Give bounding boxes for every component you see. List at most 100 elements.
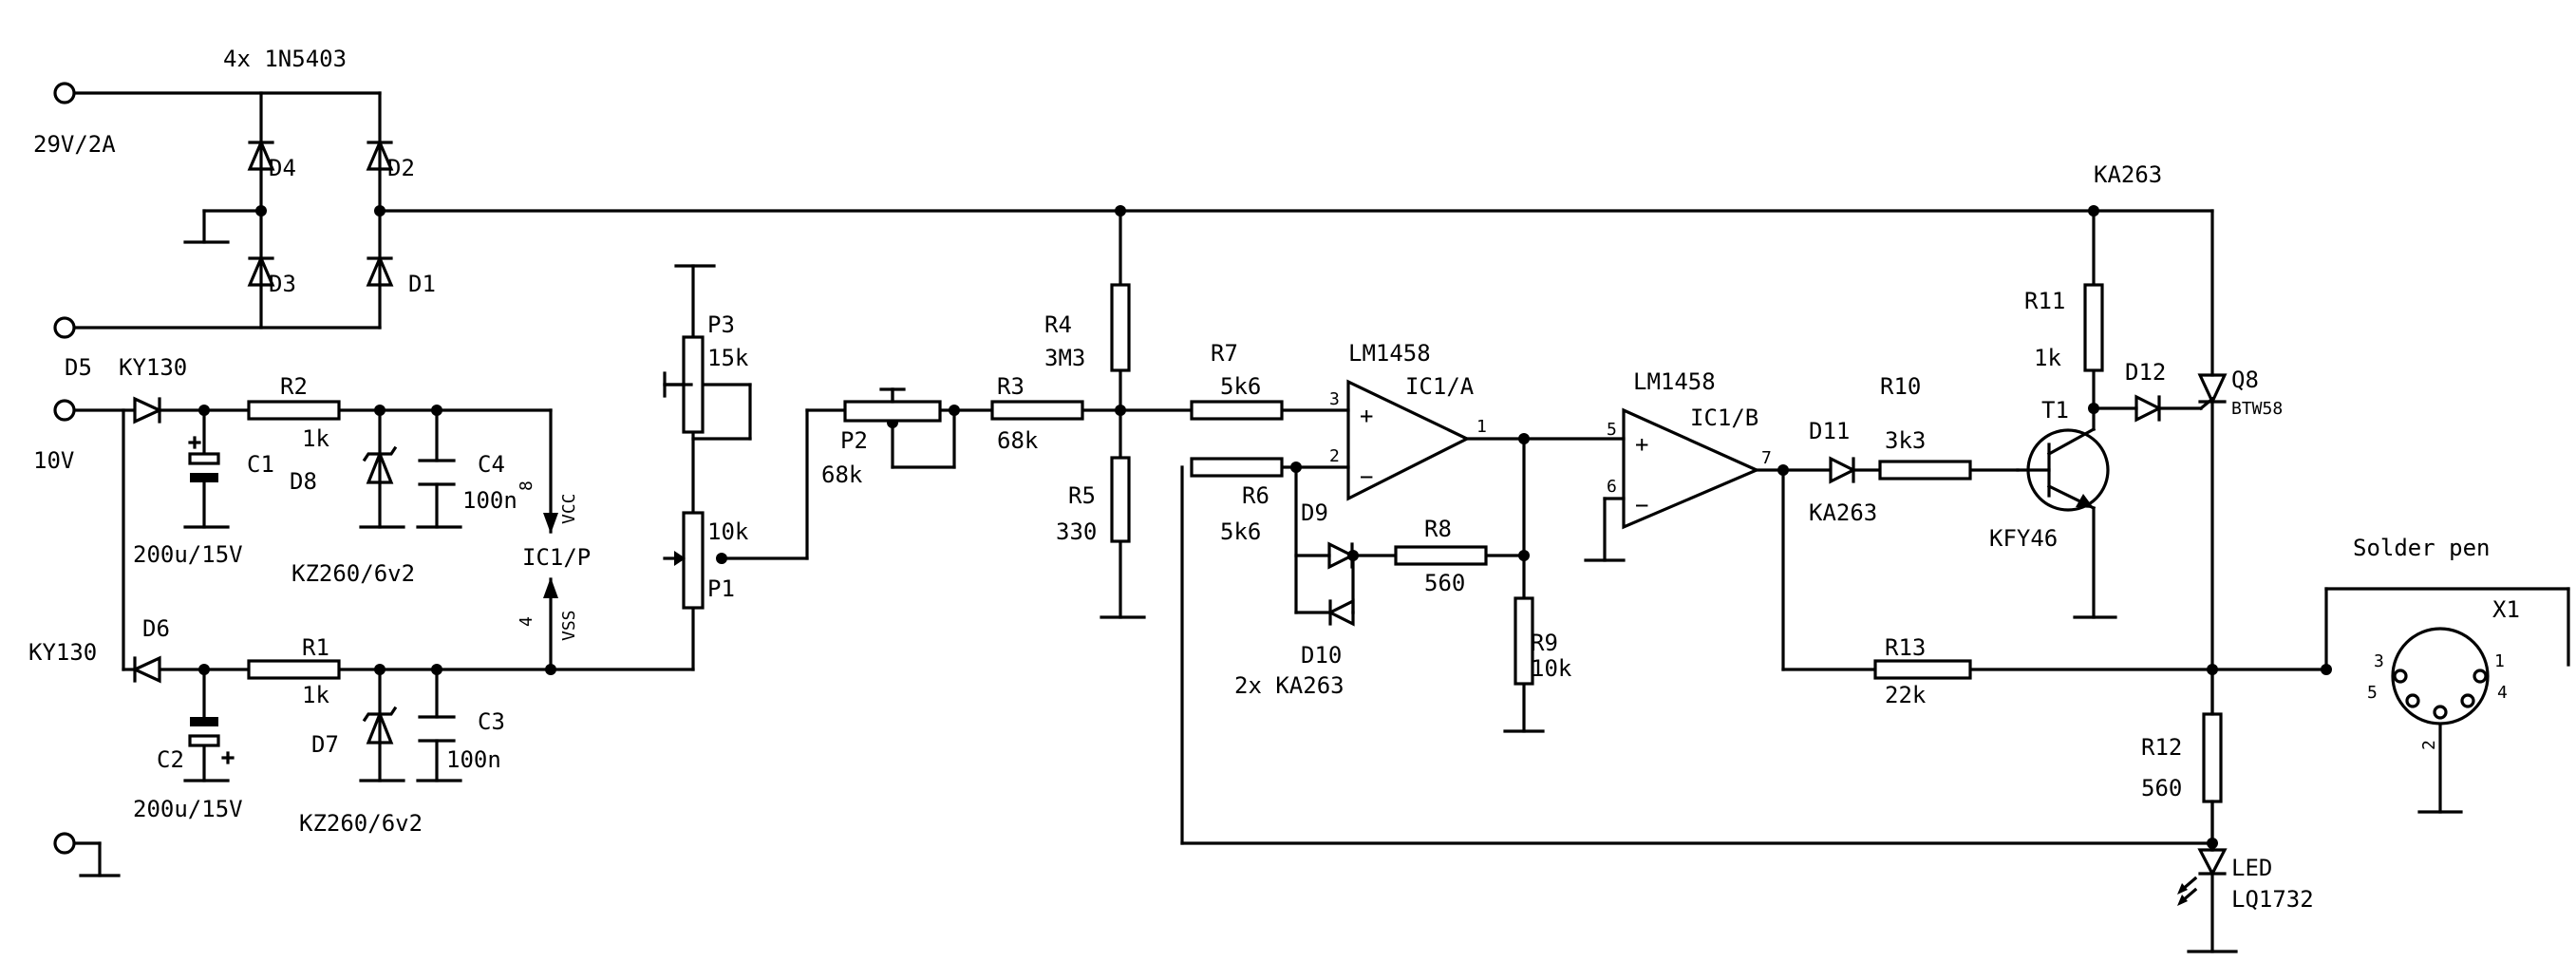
d11-value: KA263 — [1809, 499, 1877, 526]
c2-value: 200u/15V — [133, 796, 243, 822]
bridge-label: 4x 1N5403 — [223, 46, 347, 72]
r12-value: 560 — [2141, 775, 2182, 801]
d12-label: D12 — [2125, 359, 2166, 386]
r2-value: 1k — [302, 425, 329, 452]
d6-label: D6 — [142, 615, 170, 642]
p1-label: P1 — [707, 575, 735, 602]
p2-label: P2 — [840, 427, 868, 454]
d5-diode — [133, 396, 163, 424]
input-29v-label: 29V/2A — [33, 131, 116, 158]
x1-din-connector[interactable] — [2391, 627, 2490, 726]
opamp-b-label: IC1/B — [1690, 405, 1758, 431]
r9-label: R9 — [1531, 630, 1558, 656]
q8-thyristor — [2197, 373, 2228, 411]
r12-label: R12 — [2141, 734, 2182, 761]
opamp-a-label: IC1/A — [1405, 373, 1475, 400]
pin6-label: 6 — [1607, 477, 1617, 497]
d11-label: D11 — [1809, 418, 1850, 444]
r2-label: R2 — [280, 373, 308, 400]
ic-power-arrows — [543, 513, 558, 598]
led-label: LED — [2231, 855, 2272, 881]
r2-resistor — [247, 400, 341, 421]
d8-zener — [362, 445, 398, 484]
r1-value: 1k — [302, 682, 329, 708]
d7-label: D7 — [311, 731, 339, 758]
ic1p-label: IC1/P — [522, 544, 591, 571]
pin7-label: 7 — [1761, 448, 1772, 468]
pin2-label: 2 — [1329, 446, 1340, 466]
svg-text:−: − — [1360, 463, 1373, 490]
pin3-label: 3 — [1329, 389, 1340, 409]
r6-label: R6 — [1242, 482, 1269, 509]
d10-value: 2x KA263 — [1234, 672, 1344, 699]
r11-label: R11 — [2024, 288, 2065, 314]
opamp-b: + − — [1622, 407, 1760, 530]
opamp-a: + − — [1346, 379, 1471, 501]
r4-label: R4 — [1044, 311, 1072, 338]
t1-transistor — [2016, 426, 2110, 512]
r11-value: 1k — [2034, 345, 2061, 371]
t1-value: KFY46 — [1989, 525, 2058, 552]
r1-resistor — [247, 659, 341, 680]
zener-bottom-label: KZ260/6v2 — [299, 810, 423, 837]
d2-label: D2 — [387, 155, 415, 181]
r13-label: R13 — [1885, 634, 1926, 661]
zener-top-label: KZ260/6v2 — [291, 560, 415, 587]
vcc-label: VCC — [559, 493, 579, 524]
d3-label: D3 — [269, 271, 296, 297]
x1-pin1-label: 1 — [2494, 651, 2505, 671]
q8-label: Q8 — [2231, 367, 2259, 393]
p3-potentiometer[interactable] — [663, 335, 705, 434]
x1-pin5-label: 5 — [2367, 683, 2378, 703]
r5-label: R5 — [1068, 482, 1096, 509]
d9-label: D9 — [1301, 499, 1328, 526]
c1-value: 200u/15V — [133, 541, 243, 568]
ky130-top-label: KY130 — [119, 354, 187, 381]
wires — [74, 91, 2570, 953]
svg-text:−: − — [1635, 492, 1648, 518]
p3-value: 15k — [707, 345, 749, 371]
r10-label: R10 — [1880, 373, 1921, 400]
x1-label: X1 — [2492, 596, 2520, 623]
r9-value: 10k — [1531, 655, 1572, 682]
r3-value: 68k — [997, 427, 1039, 454]
c3-value: 100n — [446, 746, 501, 773]
terminals[interactable] — [53, 82, 76, 855]
led — [2177, 848, 2228, 906]
ka263-top-label: KA263 — [2094, 161, 2162, 188]
c2-capacitor — [188, 717, 235, 764]
opamp-a-type: LM1458 — [1348, 340, 1431, 367]
bridge-diodes — [247, 138, 394, 287]
pin4-label: 4 — [517, 616, 536, 627]
c4-capacitor — [418, 459, 456, 486]
pin5-label: 5 — [1607, 420, 1617, 440]
pin8-label: 8 — [517, 481, 536, 491]
c2-label: C2 — [157, 746, 184, 773]
r10-value: 3k3 — [1885, 427, 1926, 454]
d12-diode — [2134, 394, 2163, 423]
q8-value: BTW58 — [2231, 399, 2283, 419]
r13-value: 22k — [1885, 682, 1927, 708]
opamp-b-type: LM1458 — [1633, 368, 1716, 395]
p2-value: 68k — [821, 462, 863, 488]
c3-label: C3 — [478, 708, 505, 735]
pin1-label: 1 — [1476, 417, 1487, 437]
r1-label: R1 — [302, 634, 329, 661]
svg-text:+: + — [1635, 431, 1648, 458]
c4-label: C4 — [478, 451, 505, 478]
r4-value: 3M3 — [1044, 345, 1085, 371]
p2-potentiometer[interactable] — [843, 387, 942, 423]
led-value: LQ1732 — [2231, 886, 2314, 913]
r7-value: 5k6 — [1220, 373, 1261, 400]
c1-capacitor — [188, 436, 220, 482]
d11-diode — [1829, 456, 1857, 484]
r7-label: R7 — [1211, 340, 1238, 367]
svg-text:+: + — [1360, 403, 1373, 429]
d1-label: D1 — [408, 271, 436, 297]
d4-label: D4 — [269, 155, 296, 181]
t1-label: T1 — [2041, 397, 2069, 424]
x1-pin3-label: 3 — [2374, 651, 2384, 671]
x1-pin4-label: 4 — [2497, 683, 2508, 703]
p1-potentiometer[interactable] — [663, 511, 705, 610]
